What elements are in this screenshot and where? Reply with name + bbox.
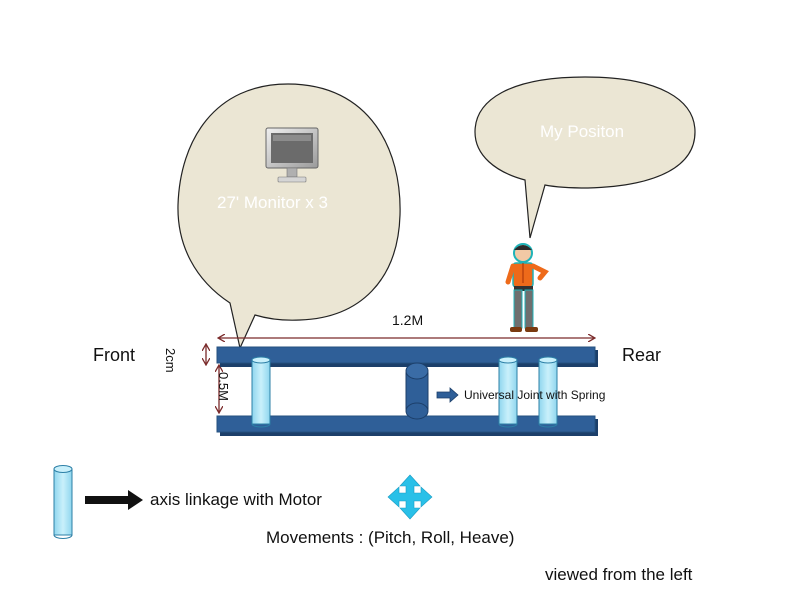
- front-label: Front: [93, 345, 136, 365]
- position-speech-bubble: [474, 76, 696, 239]
- position-label: My Positon: [540, 122, 625, 141]
- monitor-speech-bubble: [177, 83, 401, 350]
- universal-joint: [405, 362, 429, 420]
- axis-linkage-front: [251, 356, 271, 428]
- length-label: 1.2M: [392, 312, 424, 328]
- person-icon: [505, 243, 549, 332]
- view-note: viewed from the left: [545, 565, 693, 584]
- legend-arrow-icon: [85, 490, 143, 510]
- thickness-label: 2cm: [163, 348, 178, 373]
- height-label: 0.5M: [216, 372, 231, 401]
- monitor-icon: [265, 127, 319, 183]
- rear-label: Rear: [622, 345, 662, 365]
- movements-label: Movements : (Pitch, Roll, Heave): [266, 528, 515, 547]
- axis-legend-label: axis linkage with Motor: [150, 490, 322, 509]
- axis-linkage-rear-2: [538, 356, 558, 428]
- joint-label: Universal Joint with Spring: [464, 388, 606, 402]
- legend-axis-cylinder: [53, 465, 73, 539]
- axis-linkage-rear-1: [498, 356, 518, 428]
- joint-pointer-arrow: [436, 387, 459, 403]
- monitor-label: 27' Monitor x 3: [217, 193, 328, 212]
- four-way-arrow-icon: [387, 474, 433, 520]
